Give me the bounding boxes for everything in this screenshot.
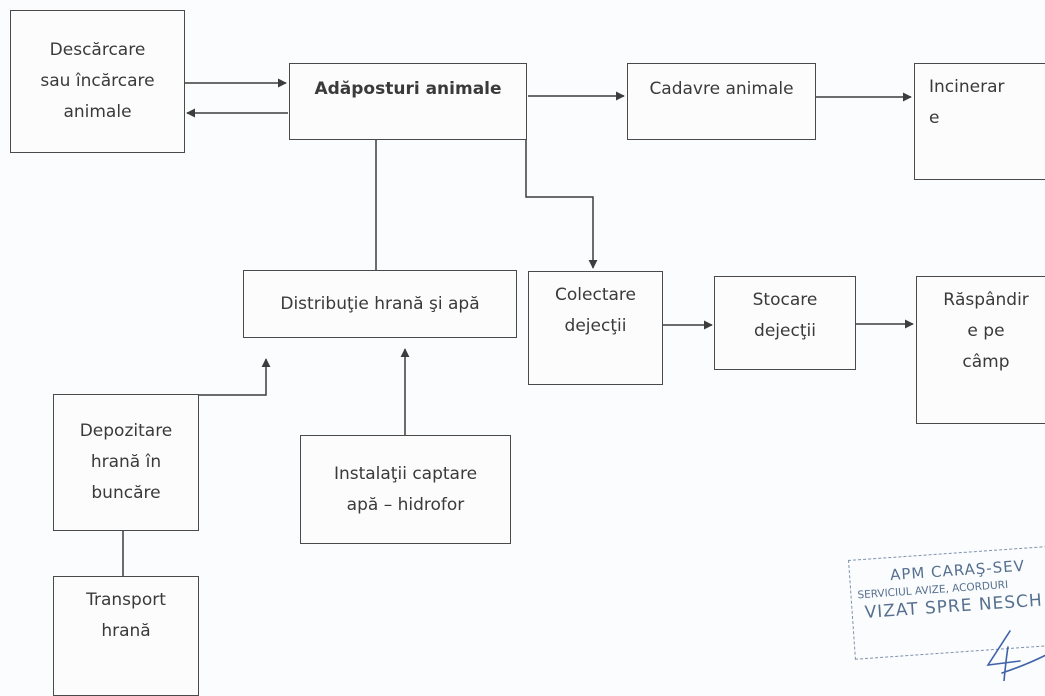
box-colectare: Colectare dejecţii [528, 271, 663, 385]
arrow-adaposturi-to-colectare [525, 139, 598, 269]
box-colectare-label: Colectare dejecţii [555, 285, 636, 336]
box-depozitare: Depozitare hrană în buncăre [53, 394, 199, 531]
box-adaposturi-label: Adăposturi animale [314, 79, 502, 99]
box-stocare: Stocare dejecţii [714, 276, 856, 370]
box-incinerare: Incinerar e [914, 63, 1045, 180]
box-distributie: Distribuţie hrană şi apă [243, 270, 517, 338]
box-cadavre-label: Cadavre animale [649, 79, 794, 99]
box-cadavre: Cadavre animale [627, 63, 816, 140]
box-descarcare: Descărcare sau încărcare animale [10, 10, 185, 153]
box-transport: Transport hrană [53, 576, 199, 696]
box-adaposturi: Adăposturi animale [289, 63, 527, 140]
flow-diagram: Descărcare sau încărcare animale Adăpost… [10, 10, 1045, 696]
box-transport-label: Transport hrană [86, 590, 166, 641]
handwritten-signature [986, 630, 1045, 681]
box-incinerare-label: Incinerar e [929, 77, 1005, 128]
box-descarcare-label: Descărcare sau încărcare animale [40, 40, 155, 122]
box-depozitare-label: Depozitare hrană în buncăre [79, 421, 173, 503]
box-stocare-label: Stocare dejecţii [752, 290, 818, 341]
connector-layer [118, 78, 914, 576]
box-distributie-label: Distribuţie hrană şi apă [280, 293, 480, 314]
arrow-depozitare-to-distributie [199, 358, 271, 396]
box-raspandire: Răspândir e pe câmp [916, 276, 1045, 424]
box-instalatii-label: Instalaţii captare apă – hidrofor [333, 463, 478, 515]
box-instalatii: Instalaţii captare apă – hidrofor [300, 435, 511, 544]
box-raspandire-label: Răspândir e pe câmp [943, 290, 1029, 372]
